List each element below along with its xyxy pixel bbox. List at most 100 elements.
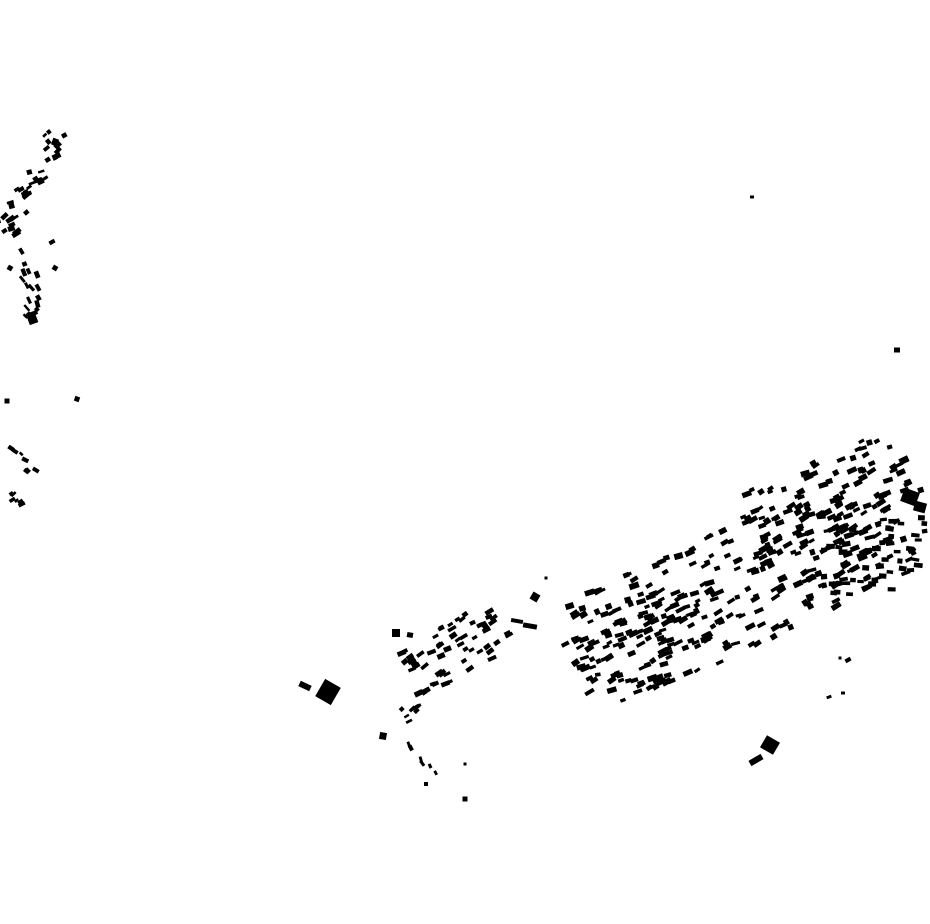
building (462, 645, 469, 653)
building (664, 649, 674, 657)
building (22, 467, 30, 475)
building (448, 631, 458, 640)
building (852, 506, 861, 513)
building (16, 185, 25, 193)
building (45, 129, 52, 135)
building (651, 561, 660, 570)
building (405, 718, 413, 724)
building (489, 613, 498, 622)
building (802, 500, 811, 509)
building (764, 541, 772, 549)
building (53, 146, 62, 155)
building (487, 654, 497, 663)
building (730, 640, 741, 647)
building (8, 444, 15, 451)
building (599, 610, 610, 618)
building (700, 631, 712, 640)
building (866, 466, 877, 476)
building (770, 585, 779, 593)
building (643, 604, 651, 610)
building (903, 479, 913, 488)
building (886, 569, 894, 575)
building (681, 644, 690, 652)
building (485, 647, 495, 656)
building (881, 557, 889, 562)
building (27, 283, 36, 292)
building (693, 642, 702, 650)
building (838, 549, 848, 555)
building (613, 670, 621, 678)
building (701, 633, 713, 644)
building (873, 491, 882, 500)
building (8, 496, 16, 504)
building (727, 538, 735, 545)
building (578, 635, 590, 644)
building (26, 296, 32, 305)
building (579, 654, 590, 661)
building (766, 560, 776, 570)
building (655, 600, 663, 606)
building (831, 469, 840, 477)
building (818, 514, 826, 520)
building (835, 525, 845, 532)
building (465, 664, 475, 673)
building (826, 694, 832, 700)
building (686, 621, 696, 629)
building (782, 618, 791, 626)
building (468, 647, 475, 653)
building (424, 782, 428, 786)
building (657, 652, 667, 659)
building (659, 660, 669, 668)
building (612, 642, 620, 648)
building (654, 675, 665, 684)
building (661, 568, 669, 576)
building (852, 530, 861, 536)
building (420, 662, 430, 671)
building (780, 486, 788, 493)
building (663, 672, 672, 679)
building (483, 642, 492, 651)
building (18, 247, 25, 256)
building (732, 556, 743, 565)
building (53, 140, 63, 150)
building (406, 741, 412, 748)
building (782, 540, 793, 550)
building (857, 527, 869, 537)
building (684, 548, 696, 558)
building (841, 482, 850, 490)
building (637, 628, 644, 634)
building (584, 687, 595, 697)
building (635, 597, 647, 606)
building (624, 677, 632, 684)
building (392, 629, 400, 637)
building (623, 596, 632, 604)
building (419, 759, 426, 767)
building (600, 628, 609, 636)
building (649, 616, 660, 626)
building (8, 490, 15, 497)
building (442, 670, 451, 678)
building (677, 615, 689, 625)
building (585, 675, 594, 682)
building (703, 559, 711, 565)
building (836, 510, 845, 518)
building (42, 144, 51, 152)
building (691, 639, 700, 646)
building (872, 531, 882, 540)
building (660, 619, 670, 628)
building (645, 593, 656, 601)
building (709, 623, 717, 630)
building (768, 505, 776, 512)
building (584, 643, 595, 653)
building (805, 573, 816, 583)
building (482, 623, 490, 630)
building (835, 544, 843, 550)
building (752, 639, 762, 648)
building (792, 579, 804, 589)
building (50, 137, 60, 147)
building (529, 591, 541, 603)
building (398, 706, 405, 713)
building (791, 529, 801, 536)
building (806, 603, 815, 610)
building (868, 581, 877, 587)
